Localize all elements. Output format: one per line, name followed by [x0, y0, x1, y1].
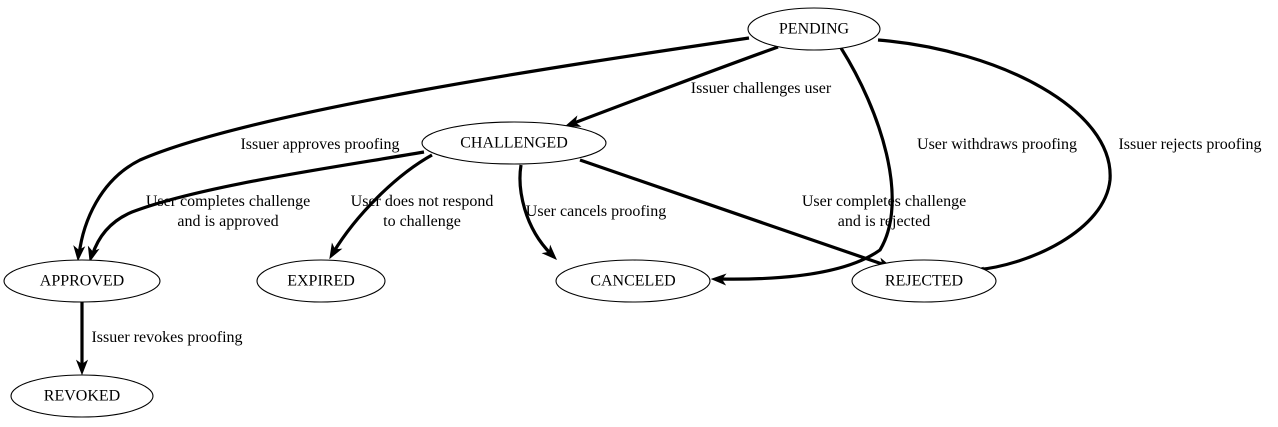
- edge-label: User completes challenge and is rejected: [802, 193, 966, 230]
- node-challenged[interactable]: CHALLENGED: [421, 121, 607, 165]
- edge-label-line: Issuer challenges user: [691, 80, 832, 97]
- nodes-layer: PENDING CHALLENGED APPROVED EXPIRED CANCELED…: [3, 7, 997, 418]
- node-ellipse[interactable]: [851, 259, 997, 303]
- arrowhead-icon: [541, 244, 557, 260]
- edge-label-line: Issuer rejects proofing: [1118, 136, 1261, 153]
- edge-pending-challenged: Issuer challenges user: [564, 45, 832, 127]
- edge-label: Issuer revokes proofing: [91, 329, 242, 346]
- edge-label: Issuer approves proofing: [240, 136, 399, 153]
- edge-challenged-canceled: User cancels proofing: [518, 164, 666, 260]
- edge-line: [77, 36, 750, 256]
- node-ellipse[interactable]: [256, 259, 386, 303]
- edge-label-line: and is approved: [177, 213, 278, 230]
- edge-label-line: Issuer revokes proofing: [91, 329, 242, 346]
- edge-pending-canceled: User withdraws proofing: [710, 47, 1077, 286]
- edge-label: User completes challenge and is approved: [146, 193, 310, 230]
- node-label: REVOKED: [44, 388, 120, 405]
- edge-label-line: User withdraws proofing: [917, 136, 1077, 153]
- arrowhead-icon: [73, 245, 86, 262]
- node-expired[interactable]: EXPIRED: [256, 259, 386, 303]
- arrowhead-icon: [710, 273, 727, 286]
- arrowhead-icon: [329, 242, 343, 260]
- edge-pending-approved: Issuer approves proofing: [73, 36, 750, 262]
- edge-challenged-approved: User completes challenge and is approved: [87, 150, 425, 263]
- edge-line: [579, 158, 886, 267]
- edge-approved-revoked: Issuer revokes proofing: [75, 302, 243, 376]
- arrowhead-icon: [564, 115, 582, 127]
- edge-label: Issuer challenges user: [691, 80, 832, 97]
- node-ellipse[interactable]: [747, 7, 881, 51]
- edge-label-line: User cancels proofing: [526, 203, 666, 220]
- edge-line: [573, 45, 779, 125]
- node-label: REJECTED: [885, 273, 963, 290]
- node-approved[interactable]: APPROVED: [3, 259, 161, 303]
- node-label: CHALLENGED: [460, 135, 568, 152]
- node-ellipse[interactable]: [10, 374, 154, 418]
- edge-label-line: User completes challenge: [802, 193, 966, 210]
- edge-label-line: User does not respond: [351, 193, 494, 210]
- edge-line: [719, 47, 894, 281]
- edge-label-line: User completes challenge: [146, 193, 310, 210]
- node-ellipse[interactable]: [3, 259, 161, 303]
- edge-label: User withdraws proofing: [917, 136, 1077, 153]
- node-ellipse[interactable]: [421, 121, 607, 165]
- edge-challenged-expired: User does not respond to challenge: [329, 153, 494, 260]
- node-label: PENDING: [779, 21, 850, 38]
- node-ellipse[interactable]: [555, 259, 711, 303]
- edge-label-line: Issuer approves proofing: [240, 136, 399, 153]
- edge-line: [877, 38, 1112, 272]
- node-label: APPROVED: [40, 273, 124, 290]
- node-label: CANCELED: [590, 273, 675, 290]
- node-canceled[interactable]: CANCELED: [555, 259, 711, 303]
- node-revoked[interactable]: REVOKED: [10, 374, 154, 418]
- edge-pending-rejected: Issuer rejects proofing: [877, 38, 1262, 279]
- node-pending[interactable]: PENDING: [747, 7, 881, 51]
- edge-label: User cancels proofing: [526, 203, 666, 220]
- edge-line: [331, 153, 433, 254]
- edge-line: [90, 150, 425, 257]
- edge-label-line: to challenge: [383, 213, 461, 230]
- node-rejected[interactable]: REJECTED: [851, 259, 997, 303]
- edge-label: User does not respond to challenge: [351, 193, 494, 230]
- edge-label: Issuer rejects proofing: [1118, 136, 1261, 153]
- edge-line: [518, 164, 553, 256]
- node-label: EXPIRED: [287, 273, 355, 290]
- arrowhead-icon: [75, 359, 89, 376]
- edge-label-line: and is rejected: [838, 213, 930, 230]
- arrowhead-icon: [87, 245, 100, 263]
